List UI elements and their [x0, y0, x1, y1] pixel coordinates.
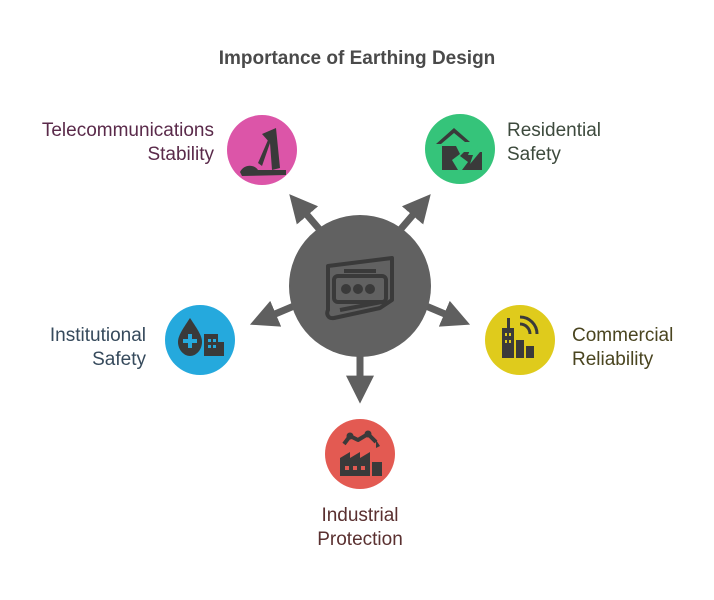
node-industrial: [325, 419, 395, 489]
label-industrial-line1: Industrial: [321, 505, 399, 526]
connector-arrows: [249, 194, 471, 404]
diagram-title: Importance of Earthing Design: [218, 48, 496, 69]
label-institutional: Institutional Safety: [50, 324, 146, 372]
node-commercial: [485, 305, 555, 375]
label-telecom-line1: Telecommunications: [41, 120, 214, 141]
label-commercial: Commercial Reliability: [572, 324, 673, 372]
label-telecom-line2: Stability: [147, 144, 214, 165]
node-telecom: [227, 115, 297, 185]
residential-circle: [425, 114, 495, 184]
medical-building-icon: [178, 318, 224, 356]
node-institutional: [165, 305, 235, 375]
label-industrial: Industrial Protection: [260, 504, 460, 552]
label-residential-line2: Safety: [507, 144, 561, 165]
node-residential: [425, 114, 495, 184]
factory-robot-icon: [340, 430, 382, 476]
label-telecom: Telecommunications Stability: [42, 119, 214, 167]
arrow-to-residential: [397, 194, 431, 233]
label-industrial-line2: Protection: [317, 529, 403, 550]
label-commercial-line2: Reliability: [572, 349, 654, 370]
damaged-house-icon: [436, 128, 482, 170]
label-commercial-line1: Commercial: [572, 325, 674, 346]
label-institutional-line1: Institutional: [49, 325, 146, 346]
arrow-to-institutional: [249, 300, 296, 327]
label-residential-line1: Residential: [507, 120, 601, 141]
satellite-dish-icon: [240, 128, 286, 176]
arrow-to-telecom: [289, 194, 323, 233]
circuit-board-icon: [325, 256, 394, 321]
central-hub: [289, 215, 431, 357]
signal-buildings-icon: [502, 315, 539, 358]
label-residential: Residential Safety: [507, 119, 601, 167]
arrow-to-commercial: [424, 300, 471, 327]
label-institutional-line2: Safety: [92, 349, 146, 370]
